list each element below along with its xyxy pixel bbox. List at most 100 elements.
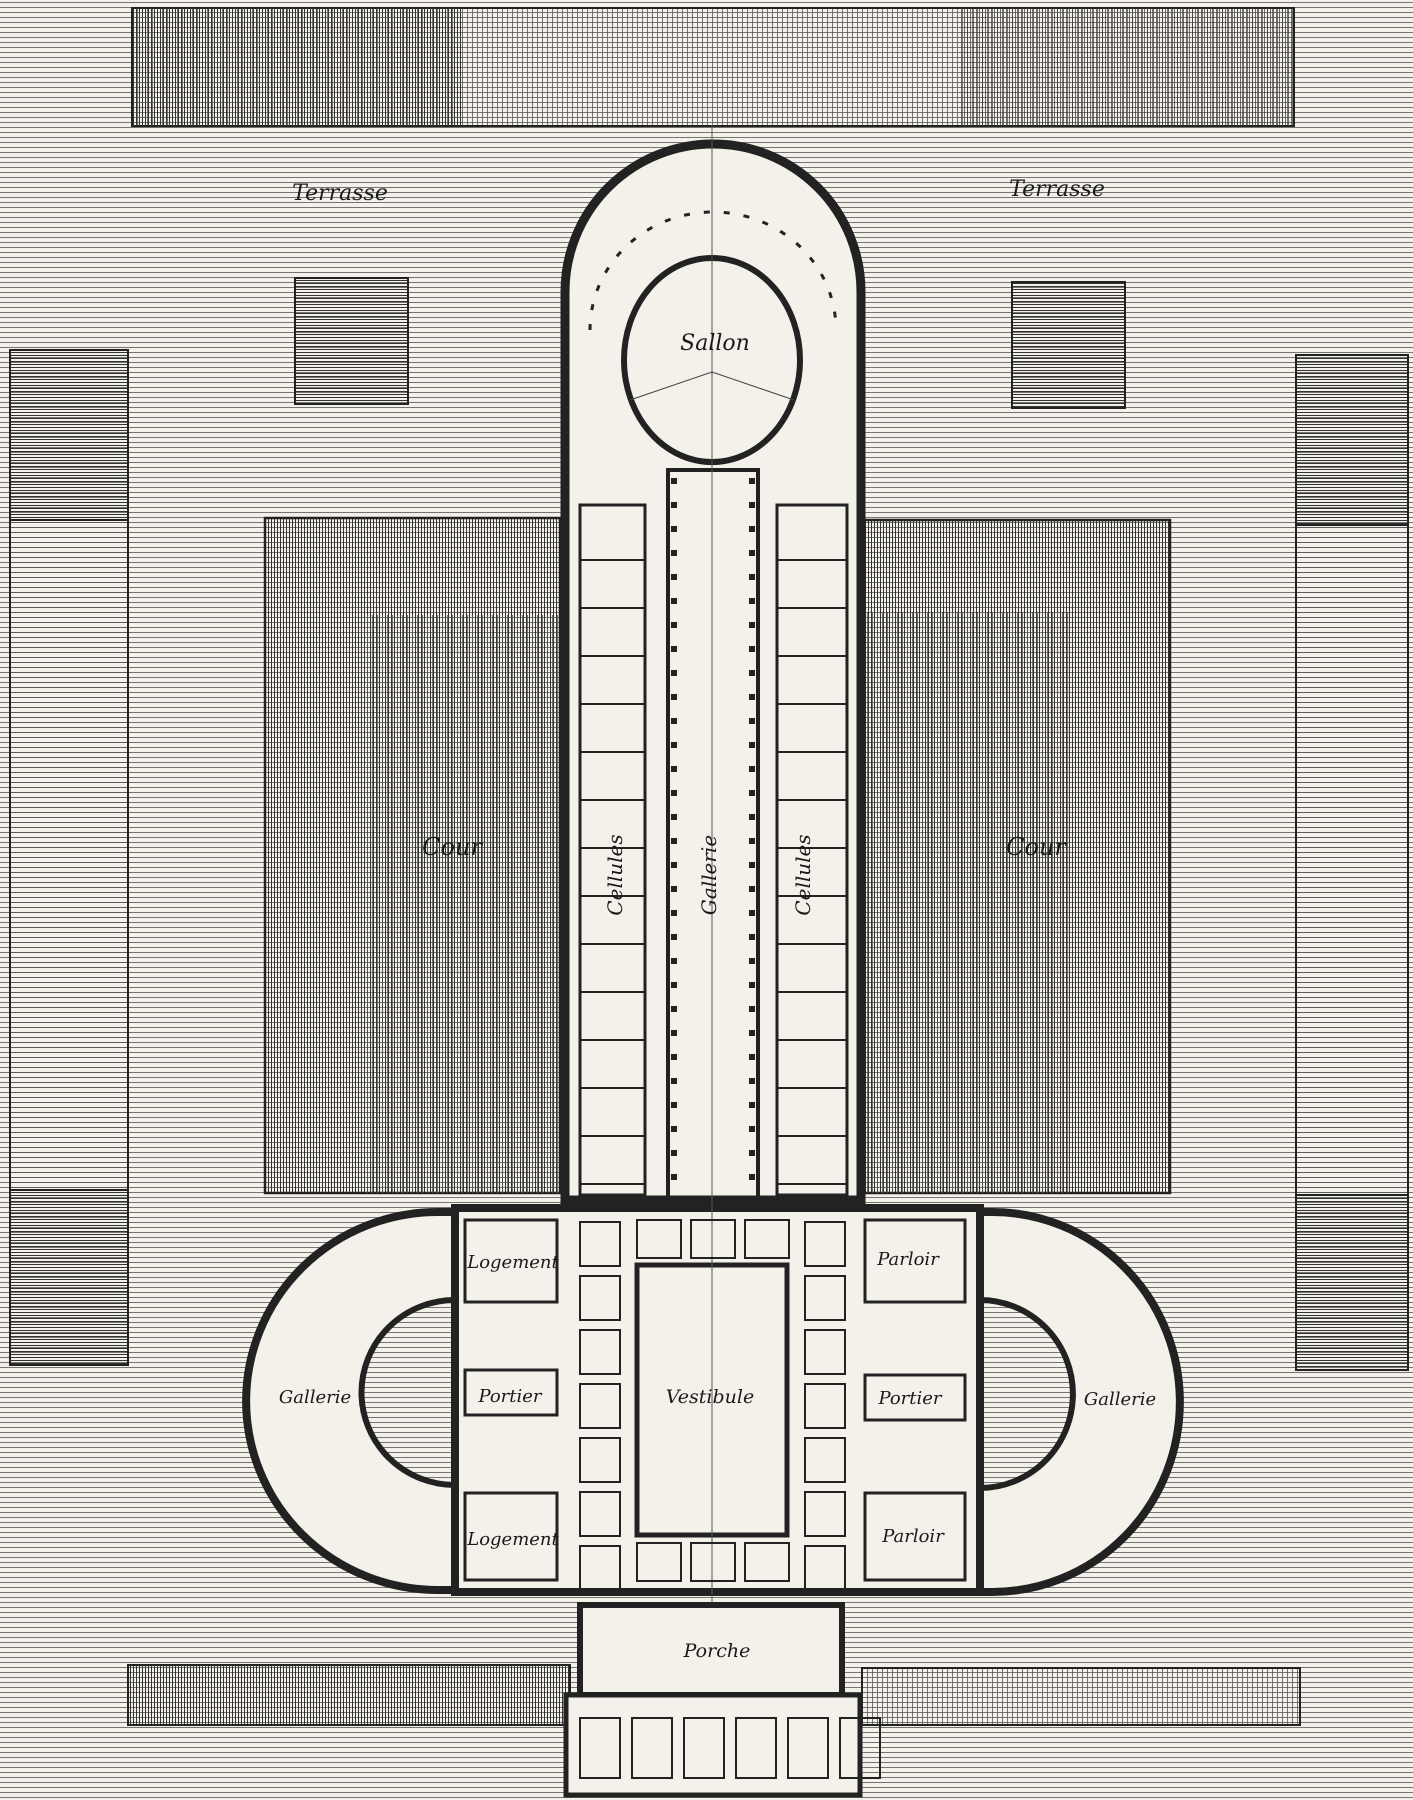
- gallery-pier: [749, 790, 755, 796]
- gallery-pier: [749, 550, 755, 556]
- cells-left: [578, 503, 647, 1197]
- central-wing-arcade: [588, 210, 838, 331]
- vault-cell: [804, 1329, 846, 1375]
- sallon-split-right: [711, 371, 795, 401]
- gallery-piers: [671, 478, 755, 1180]
- label-porche: Porche: [683, 1640, 751, 1662]
- gallery-pier: [671, 1102, 677, 1108]
- gallery-corridor: [666, 468, 760, 1202]
- gallery-pier: [749, 1078, 755, 1084]
- gallery-pier: [671, 982, 677, 988]
- logement-top-room: [463, 1218, 559, 1304]
- gallery-pier: [671, 958, 677, 964]
- vault-cell: [804, 1221, 846, 1267]
- gallery-pier: [671, 862, 677, 868]
- cells-right: [775, 503, 849, 1197]
- gallery-pier: [749, 766, 755, 772]
- label-cellules-left: Cellules: [603, 834, 627, 915]
- vault-cell: [804, 1275, 846, 1321]
- gallery-pier: [671, 526, 677, 532]
- gallery-pier: [749, 934, 755, 940]
- portico-bay: [631, 1717, 673, 1779]
- vault-cell: [804, 1383, 846, 1429]
- top-block-dark-right: [960, 8, 1294, 126]
- portier-right-room: [863, 1373, 967, 1422]
- bottom-block-right: [861, 1667, 1301, 1726]
- label-vestibule: Vestibule: [666, 1386, 754, 1408]
- gallery-pier: [749, 1006, 755, 1012]
- gallery-pier: [749, 838, 755, 844]
- gallery-pier: [749, 886, 755, 892]
- gallery-pier: [749, 1102, 755, 1108]
- gallery-pier: [749, 1150, 755, 1156]
- label-gallerie-left: Gallerie: [279, 1387, 351, 1408]
- label-cellules-right: Cellules: [791, 834, 815, 915]
- label-sallon: Sallon: [680, 331, 750, 356]
- portico-bay: [683, 1717, 725, 1779]
- gallery-pier: [671, 1030, 677, 1036]
- label-parloir-top: Parloir: [876, 1249, 940, 1270]
- gallery-pier: [671, 886, 677, 892]
- gallery-pier: [671, 718, 677, 724]
- gallery-pier: [749, 814, 755, 820]
- vault-cell: [579, 1275, 621, 1321]
- gallery-pier: [749, 478, 755, 484]
- label-portier-right: Portier: [877, 1388, 942, 1409]
- vault-cell: [579, 1221, 621, 1267]
- vault-cell: [744, 1219, 790, 1259]
- label-parloir-bottom: Parloir: [881, 1526, 945, 1547]
- portico-bay: [787, 1717, 829, 1779]
- gallery-left-outer: [242, 1208, 466, 1594]
- vault-cell: [804, 1491, 846, 1537]
- gallery-pier: [671, 1078, 677, 1084]
- gallery-pier: [749, 910, 755, 916]
- portico-bay: [579, 1717, 621, 1779]
- gallery-pier: [671, 550, 677, 556]
- gallery-pier: [749, 694, 755, 700]
- gallery-pier: [749, 598, 755, 604]
- side-block-right-top: [1295, 354, 1409, 526]
- vault-cell: [579, 1383, 621, 1429]
- gallery-pier: [671, 790, 677, 796]
- label-terrasse-left: Terrasse: [292, 181, 388, 206]
- portier-left-room: [463, 1368, 559, 1417]
- gallery-right-inner: [977, 1296, 1076, 1492]
- vault-cell: [744, 1542, 790, 1582]
- vault-cell: [690, 1219, 736, 1259]
- side-block-right-bottom: [1295, 1194, 1409, 1371]
- label-portier-left: Portier: [477, 1386, 542, 1407]
- side-block-left-top: [9, 349, 129, 521]
- cell-dividers: [580, 559, 847, 1185]
- side-block-left-bottom: [9, 1189, 129, 1366]
- gallery-pier: [749, 1030, 755, 1036]
- vault-cell: [579, 1491, 621, 1537]
- gallery-pier: [671, 598, 677, 604]
- vault-cell: [579, 1437, 621, 1483]
- logement-bottom-room: [463, 1491, 559, 1582]
- label-terrasse-right: Terrasse: [1009, 177, 1105, 202]
- gallery-pier: [671, 574, 677, 580]
- terrace-pavilion-right: [1011, 281, 1126, 409]
- vault-cell: [636, 1542, 682, 1582]
- gallery-left-inner: [358, 1296, 458, 1489]
- parloir-bottom-room: [863, 1491, 967, 1582]
- label-gallerie-right: Gallerie: [1084, 1389, 1156, 1410]
- gallery-pier: [749, 622, 755, 628]
- gallery-pier: [671, 646, 677, 652]
- gallery-pier: [749, 862, 755, 868]
- side-block-right-mid: [1295, 524, 1409, 1196]
- gallery-pier: [671, 622, 677, 628]
- portico-bay: [839, 1717, 881, 1779]
- portico-bay: [735, 1717, 777, 1779]
- label-logement-bottom: Logement: [466, 1529, 559, 1550]
- gallery-pier: [671, 742, 677, 748]
- vault-cell: [579, 1329, 621, 1375]
- gallery-pier: [671, 934, 677, 940]
- gallery-pier: [671, 502, 677, 508]
- gallery-pier: [749, 670, 755, 676]
- vault-cell: [804, 1437, 846, 1483]
- porch-room: [577, 1602, 845, 1698]
- portico: [563, 1692, 863, 1798]
- gallery-pier: [671, 670, 677, 676]
